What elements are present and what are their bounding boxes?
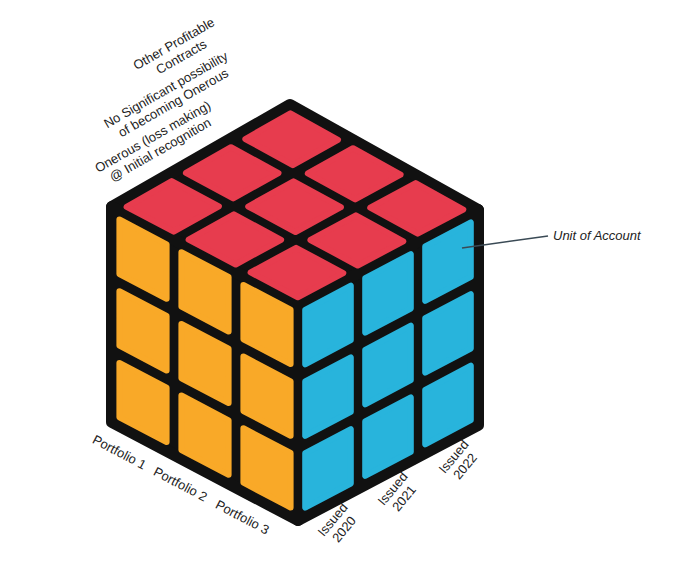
cube-sticker: [305, 357, 351, 436]
cube-sticker: [248, 181, 341, 232]
year-label: Issued 2020: [311, 496, 367, 555]
portfolio-label: Portfolio 1: [89, 432, 148, 473]
year-label: Issued 2022: [431, 432, 487, 491]
cube-sticker: [181, 252, 228, 331]
cube-sticker: [119, 220, 166, 299]
cube-sticker: [189, 214, 282, 264]
cube-sticker: [425, 222, 471, 301]
cube-sticker: [308, 148, 401, 199]
cube-sticker: [243, 428, 290, 507]
cube-sticker: [365, 326, 411, 405]
cube-sticker: [181, 324, 228, 403]
year-label: Issued 2021: [371, 464, 427, 523]
cube-sticker: [119, 363, 166, 442]
cube-sticker: [186, 147, 279, 198]
cube-sticker: [370, 183, 463, 234]
cube-sticker: [425, 294, 471, 373]
cube-sticker: [119, 291, 166, 370]
callout-label: Unit of Account: [553, 229, 641, 244]
cube-sticker: [243, 285, 290, 364]
cube-face: [112, 207, 298, 520]
portfolio-label: Portfolio 2: [151, 465, 210, 506]
cube-sticker: [243, 357, 290, 436]
cube-sticker: [305, 429, 351, 508]
portfolio-label: Portfolio 3: [213, 498, 272, 539]
leader-line: [462, 236, 548, 248]
cube-sticker: [305, 286, 351, 365]
cube-sticker: [365, 254, 411, 333]
cube-sticker: [310, 215, 403, 265]
cube-sticker: [181, 396, 228, 475]
cube-sticker: [365, 397, 411, 476]
cube-sticker: [425, 366, 471, 445]
cube-sticker: [127, 181, 219, 232]
rubiks-cube: [112, 105, 478, 520]
cube-sticker: [251, 248, 344, 297]
cube-sticker: [245, 113, 338, 165]
